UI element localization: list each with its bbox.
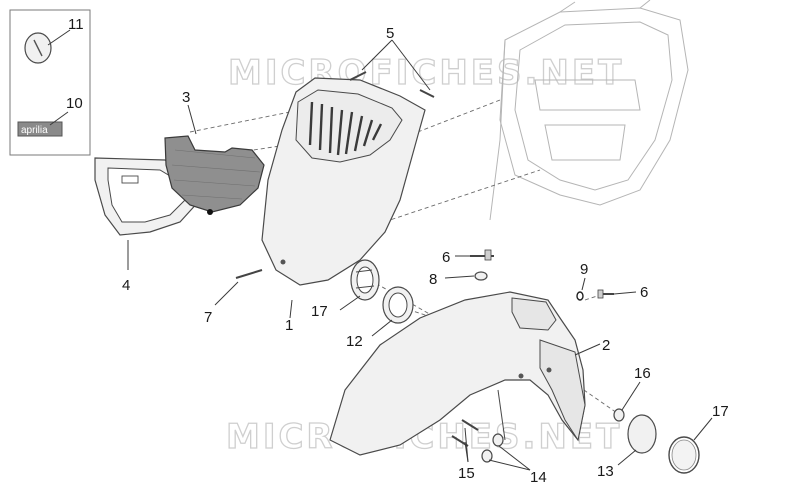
part-1-front-shield (261, 77, 426, 286)
callout-12: 12 (346, 333, 363, 350)
leader-12 (371, 319, 393, 337)
callout-17-lower: 17 (712, 403, 729, 420)
callout-13: 13 (597, 463, 614, 480)
callout-17-upper: 17 (311, 303, 328, 320)
callout-5: 5 (386, 25, 394, 42)
callout-6-right: 6 (640, 284, 648, 301)
callout-4: 4 (122, 277, 130, 294)
part-16-nut (613, 381, 641, 422)
scooter-frame-outline (489, 0, 689, 221)
callout-10: 10 (66, 95, 83, 112)
screws-5 (349, 39, 435, 98)
callout-7: 7 (204, 309, 212, 326)
inset-box: aprilia 11 10 (9, 9, 91, 156)
shield-vents (308, 101, 383, 156)
part-17-bulb-holder (350, 259, 380, 301)
part-13-reflector-base (617, 414, 657, 466)
part-3-mesh-grille (164, 135, 265, 215)
leader-17a (339, 295, 361, 311)
watermark-top: MICROFICHES.NET (228, 53, 624, 93)
callout-8: 8 (429, 271, 437, 288)
callout-11: 11 (68, 16, 84, 33)
callout-14: 14 (530, 469, 547, 486)
leader-2 (574, 343, 601, 356)
part-17-reflector-lens (668, 417, 713, 474)
callout-1: 1 (285, 317, 293, 334)
callout-9: 9 (580, 261, 588, 278)
badge-text: aprilia (21, 125, 48, 136)
screws-15-washers-14 (451, 419, 531, 471)
callout-6-left: 6 (442, 249, 450, 266)
leader-3 (187, 104, 197, 135)
part-2-front-mudguard (329, 291, 586, 456)
leader-1 (289, 299, 293, 319)
screw-7 (214, 269, 263, 306)
callout-3: 3 (182, 89, 190, 106)
aprilia-badge-10 (17, 121, 63, 137)
fasteners-6-8-9 (444, 249, 637, 301)
callout-15: 15 (458, 465, 475, 482)
callout-2: 2 (602, 337, 610, 354)
part-12-lens-ring (382, 286, 414, 324)
callout-16: 16 (634, 365, 651, 382)
